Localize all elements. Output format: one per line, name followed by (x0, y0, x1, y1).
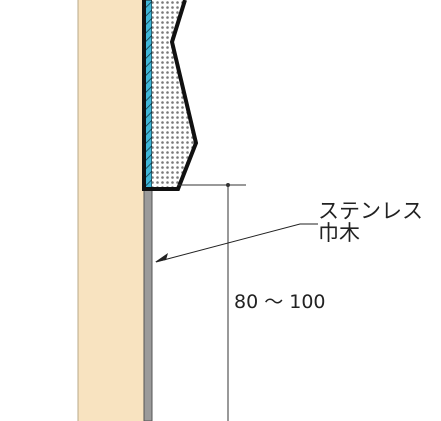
dimension-label: 80 ～ 100 (234, 291, 326, 313)
leader-line (155, 223, 318, 263)
mortar-outline (142, 0, 199, 191)
leader-arrowhead (155, 253, 168, 262)
material-label-line1: ステンレス (318, 199, 423, 223)
stainless-baseboard (143, 187, 153, 421)
wall-body (78, 0, 144, 421)
material-label-line2: 巾木 (318, 221, 360, 245)
dimension-tick (226, 183, 230, 187)
mortar-layer (152, 0, 196, 189)
